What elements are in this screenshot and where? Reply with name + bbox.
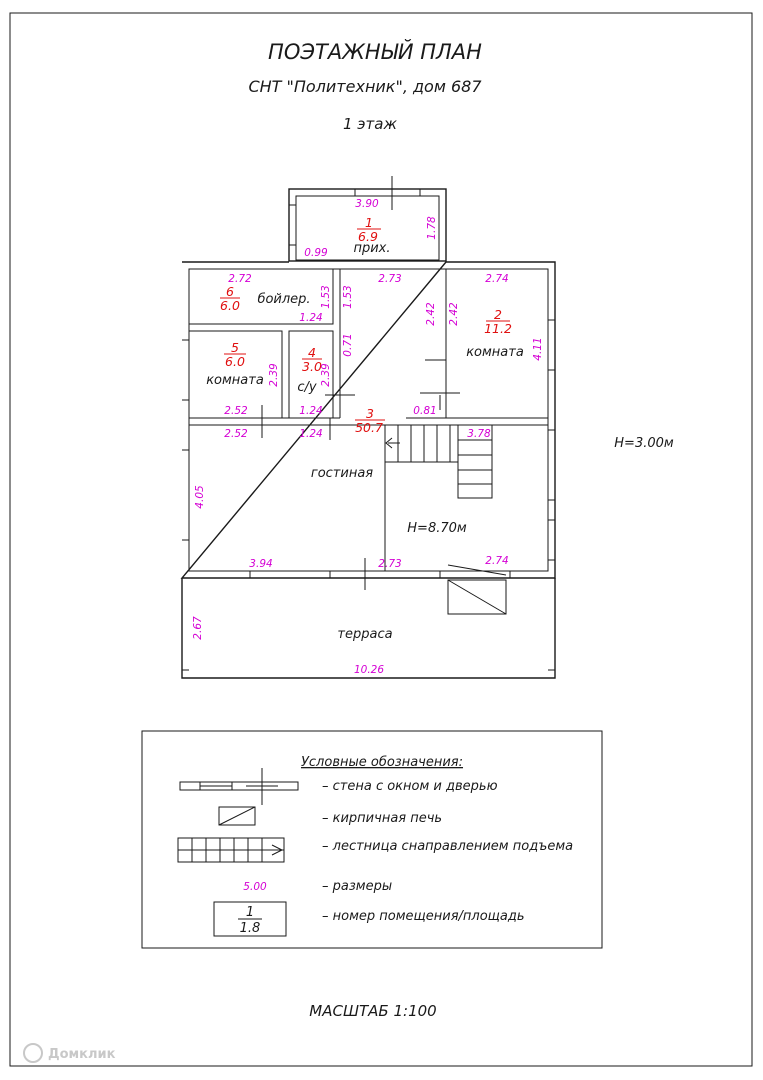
room4-number: 4 <box>308 345 316 360</box>
room-6: 6 6.0 бойлер. <box>220 284 311 313</box>
doors <box>261 176 460 590</box>
dim-3-94: 3.94 <box>249 558 272 570</box>
scale-label: МАСШТАБ 1:100 <box>309 1002 436 1020</box>
room6-wall <box>188 268 334 325</box>
legend-item-wall: – стена с окном и дверью <box>322 779 498 794</box>
dim-3-90: 3.90 <box>355 198 379 210</box>
dim-2-67: 2.67 <box>192 616 204 640</box>
legend-item-dimension: – размеры <box>322 879 392 894</box>
legend-room-symbol: 1 1.8 <box>213 901 287 937</box>
room2-area: 11.2 <box>484 321 512 336</box>
room-4: 4 3.0 с/у <box>297 345 322 395</box>
legend-room-number: 1 <box>246 905 254 920</box>
legend-box: Условные обозначения: – стена с окном и … <box>141 730 603 949</box>
plan-subtitle: СНТ "Политехник", дом 687 <box>248 77 482 96</box>
dim-0-81: 0.81 <box>413 405 436 417</box>
room-1: 1 6.9 прих. <box>353 215 390 256</box>
annex-inner-wall <box>295 195 440 261</box>
room5-number: 5 <box>231 340 239 355</box>
legend-dimension-sample: 5.00 <box>243 881 267 893</box>
room2-name: комната <box>466 345 524 360</box>
dim-2-39-a: 2.39 <box>268 363 280 387</box>
plan-title: ПОЭТАЖНЫЙ ПЛАН <box>268 39 482 64</box>
legend-room-area: 1.8 <box>240 921 261 936</box>
dim-0-71: 0.71 <box>342 333 354 356</box>
room1-area: 6.9 <box>358 229 378 244</box>
room6-area: 6.0 <box>220 298 240 313</box>
dimensions: 3.90 1.78 0.99 2.72 1.53 1.53 1.24 2.73 … <box>192 198 544 676</box>
dim-2-74-b: 2.74 <box>485 555 508 567</box>
legend-stove-symbol <box>218 806 256 826</box>
room6-number: 6 <box>226 284 234 299</box>
staircase <box>385 424 493 499</box>
terrace-outline <box>181 578 556 679</box>
dim-2-74-a: 2.74 <box>485 273 508 285</box>
dim-2-72: 2.72 <box>228 273 252 285</box>
annex-outer-wall <box>288 188 447 262</box>
legend-item-stove: – кирпичная печь <box>322 811 442 826</box>
dim-2-42-a: 2.42 <box>425 302 437 326</box>
watermark: Домклик <box>23 1043 116 1063</box>
sheet-frame <box>9 12 753 1067</box>
legend-title: Условные обозначения: <box>301 755 463 770</box>
dim-1-53-b: 1.53 <box>342 285 354 308</box>
room6-name: бойлер. <box>257 292 310 307</box>
dim-2-52-a: 2.52 <box>224 405 248 417</box>
dim-1-24-b: 1.24 <box>299 405 322 417</box>
dim-1-24-a: 1.24 <box>299 312 322 324</box>
watermark-text: Домклик <box>48 1047 116 1062</box>
dim-3-78: 3.78 <box>467 428 491 440</box>
hall-height: H=8.70м <box>407 521 467 536</box>
room4-area: 3.0 <box>302 359 322 374</box>
dim-2-42-b: 2.42 <box>448 302 460 326</box>
room4-name: с/у <box>297 380 317 395</box>
dim-0-99: 0.99 <box>304 247 328 259</box>
legend-item-room: – номер помещения/площадь <box>322 909 525 924</box>
dim-10-26: 10.26 <box>354 664 384 676</box>
windows <box>182 189 555 578</box>
dim-2-52-b: 2.52 <box>224 428 248 440</box>
dim-1-78: 1.78 <box>426 216 438 240</box>
room3-area: 50.7 <box>355 420 383 435</box>
dim-1-53-a: 1.53 <box>320 285 332 308</box>
watermark-logo-icon <box>23 1043 43 1063</box>
dim-2-39-b: 2.39 <box>320 363 332 387</box>
room3-name: гостиная <box>311 466 373 481</box>
room-5: 5 6.0 комната <box>206 340 264 388</box>
dim-2-73-b: 2.73 <box>378 558 401 570</box>
room2-number: 2 <box>494 307 502 322</box>
room3-number: 3 <box>366 406 374 421</box>
room1-number: 1 <box>365 215 373 230</box>
floor-label: 1 этаж <box>343 115 397 133</box>
legend-item-stair: – лестница снаправлением подъема <box>322 839 573 854</box>
room5-area: 6.0 <box>225 354 245 369</box>
terrace-name: терраса <box>337 627 392 642</box>
dim-4-11: 4.11 <box>532 337 544 360</box>
room5-name: комната <box>206 373 264 388</box>
room-3: 3 50.7 гостиная <box>311 406 385 481</box>
room-2: 2 11.2 комната <box>466 307 524 360</box>
dim-2-73-a: 2.73 <box>378 273 401 285</box>
dim-1-24-c: 1.24 <box>299 428 322 440</box>
room1-name: прих. <box>353 241 390 256</box>
legend-wall-symbol <box>179 768 299 805</box>
dim-4-05: 4.05 <box>194 485 206 509</box>
legend-stair-symbol <box>177 837 285 863</box>
ceiling-height: H=3.00м <box>614 436 674 451</box>
brick-stove <box>447 564 507 615</box>
